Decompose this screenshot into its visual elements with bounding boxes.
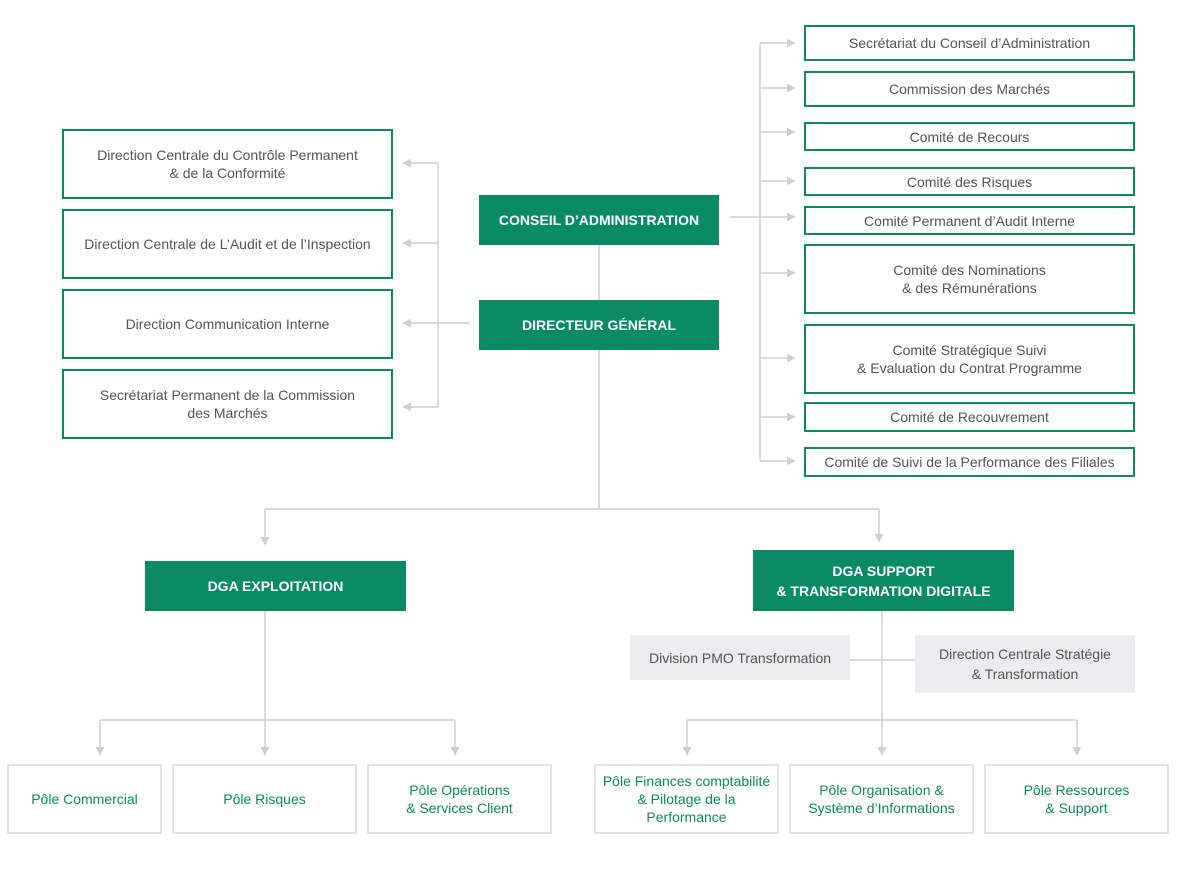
committee-box: Comité Permanent d’Audit Interne (804, 206, 1135, 235)
committee-box: Comité de Recouvrement (804, 402, 1135, 432)
pole-commercial: Pôle Commercial (7, 764, 162, 834)
left-unit-controle: Direction Centrale du Contrôle Permanent… (62, 129, 393, 199)
committee-box: Comité de Suivi de la Performance des Fi… (804, 447, 1135, 477)
dga-exploitation-box: DGA EXPLOITATION (145, 561, 406, 611)
pole-risques: Pôle Risques (172, 764, 357, 834)
left-unit-audit: Direction Centrale de L’Audit et de l’In… (62, 209, 393, 279)
committee-box: Comité de Recours (804, 122, 1135, 151)
left-unit-communication: Direction Communication Interne (62, 289, 393, 359)
pole-finances: Pôle Finances comptabilité & Pilotage de… (594, 764, 779, 834)
left-unit-secretariat: Secrétariat Permanent de la Commission d… (62, 369, 393, 439)
board-box: CONSEIL D’ADMINISTRATION (479, 195, 719, 245)
director-box: DIRECTEUR GÉNÉRAL (479, 300, 719, 350)
pole-ressources: Pôle Ressources & Support (984, 764, 1169, 834)
division-pmo: Division PMO Transformation (630, 635, 850, 680)
committee-box: Commission des Marchés (804, 71, 1135, 107)
committee-box: Comité Stratégique Suivi & Evaluation du… (804, 324, 1135, 394)
committee-box: Comité des Nominations & des Rémunératio… (804, 244, 1135, 314)
committee-box: Comité des Risques (804, 167, 1135, 196)
dga-support-box: DGA SUPPORT & TRANSFORMATION DIGITALE (753, 550, 1014, 611)
direction-strategie: Direction Centrale Stratégie & Transform… (915, 635, 1135, 693)
pole-operations: Pôle Opérations & Services Client (367, 764, 552, 834)
pole-organisation: Pôle Organisation & Système d’Informatio… (789, 764, 974, 834)
committee-box: Secrétariat du Conseil d’Administration (804, 25, 1135, 61)
